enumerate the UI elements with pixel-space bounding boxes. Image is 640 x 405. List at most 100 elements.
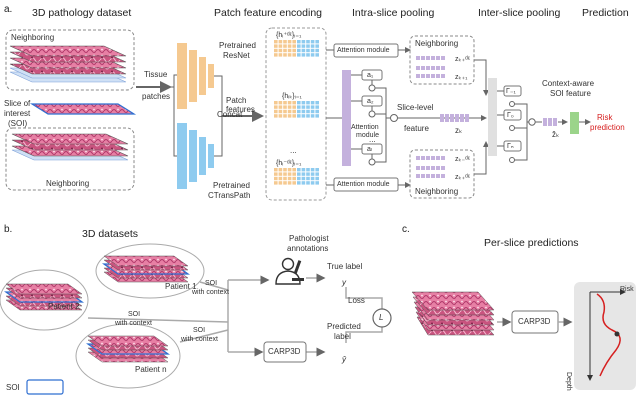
gamma-bar [488,78,497,156]
feature-cell [274,172,278,176]
feature-cell [315,48,319,53]
feature-cell [306,168,310,172]
feature-cell [310,44,315,48]
patch-features-1: Patch [226,96,247,105]
feature-cell [306,176,310,181]
feature-cell [292,48,296,53]
feature-cell [278,44,283,48]
mult-node-1 [368,84,376,92]
header-intra: Intra-slice pooling [352,7,435,19]
neighbor-cell [416,56,420,60]
feature-cell [287,44,292,48]
carp3d-label-b: CARP3D [268,347,301,356]
feature-cell [297,101,301,105]
neighboring-bottom-label: Neighboring [46,179,90,188]
L-label: L [379,313,384,322]
neighbor-cell [441,56,445,60]
feature-cell [292,114,296,118]
feature-cell [292,172,296,176]
patient1-label: Patient 1 [165,282,197,291]
zk-cell [460,114,464,122]
zk-cell [445,114,449,122]
feature-cell [278,168,283,172]
attention-top-label: Attention module [337,47,390,54]
feature-cell [287,101,292,105]
feature-cell [306,53,310,57]
zkhat-cell [548,118,552,126]
split-line-top [170,74,177,88]
patient1-slice [103,255,189,267]
feature-cell [278,105,283,109]
feature-cell [283,48,287,53]
feature-cell [301,53,306,57]
feature-cell [301,105,306,109]
feature-cell [292,181,296,185]
feature-cell [292,44,296,48]
feature-cell [292,40,296,44]
feature-cell [301,101,306,105]
neighbor-cell [436,166,440,170]
feature-cell [310,114,315,118]
zk-cell [440,114,444,122]
feature-cell [274,40,278,44]
per-slice-title: Per-slice predictions [484,237,579,249]
resnet-encoder [177,43,214,109]
feature-cell [297,44,301,48]
prediction-head [570,112,579,134]
gamma-mid-label: Γ₀ [507,112,514,119]
neighbor-cell [426,174,430,178]
feature-cell [274,109,278,114]
feature-cell [287,40,292,44]
neighbor-cell [426,166,430,170]
soi-context-1a: SOI [205,280,218,287]
feature-cell [315,44,319,48]
feature-cell [297,114,301,118]
feature-cell [278,109,283,114]
neighbor-cell [441,66,445,70]
neighbor-cell [426,66,430,70]
feature-cell [297,109,301,114]
feature-cell [278,176,283,181]
neighbor-cell [416,174,420,178]
per-slice-stack [411,291,495,336]
a2-label: a₂ [367,98,374,105]
feature-cell [287,168,292,172]
zkhat-cell [543,118,547,126]
aI-label: aₗ [367,146,373,153]
soi-label-3: (SOI) [8,119,28,128]
feature-cell [315,172,319,176]
ctranspath-encoder [177,123,214,189]
neighbor-cell [431,166,435,170]
feature-cell [274,105,278,109]
gamma-top-label: Γ₋₁ [506,88,516,95]
feature-cell [301,40,306,44]
neighbor-cell [421,66,425,70]
patch-features-group [265,27,327,201]
patient2-slice [5,283,83,295]
feature-cell [292,109,296,114]
feature-cell [287,109,292,114]
neighbor-cell [416,156,420,160]
tissue-label-2: patches [142,92,171,101]
feature-cell [274,114,278,118]
feature-cell [274,48,278,53]
zkhat-cell [553,118,557,126]
zk-label: zₖ [455,126,463,135]
feature-cell [287,181,292,185]
feature-cell [301,176,306,181]
feature-cell [283,168,287,172]
feature-cell [315,114,319,118]
pathologist-icon [275,257,304,285]
feature-cell [274,44,278,48]
feature-cell [315,109,319,114]
feature-cell [310,181,315,185]
risk-axis-label: Risk [620,286,634,293]
mult-node-2 [368,110,376,118]
predicted-2: label [334,332,351,341]
predicted-1: Predicted [327,322,361,331]
zk-hat-label: ẑₖ [552,130,560,139]
feature-cell [297,48,301,53]
y-label: y [342,278,346,287]
z-top-2: zₖ₊₁ [455,74,468,81]
panel-b-label: b. [4,224,13,235]
